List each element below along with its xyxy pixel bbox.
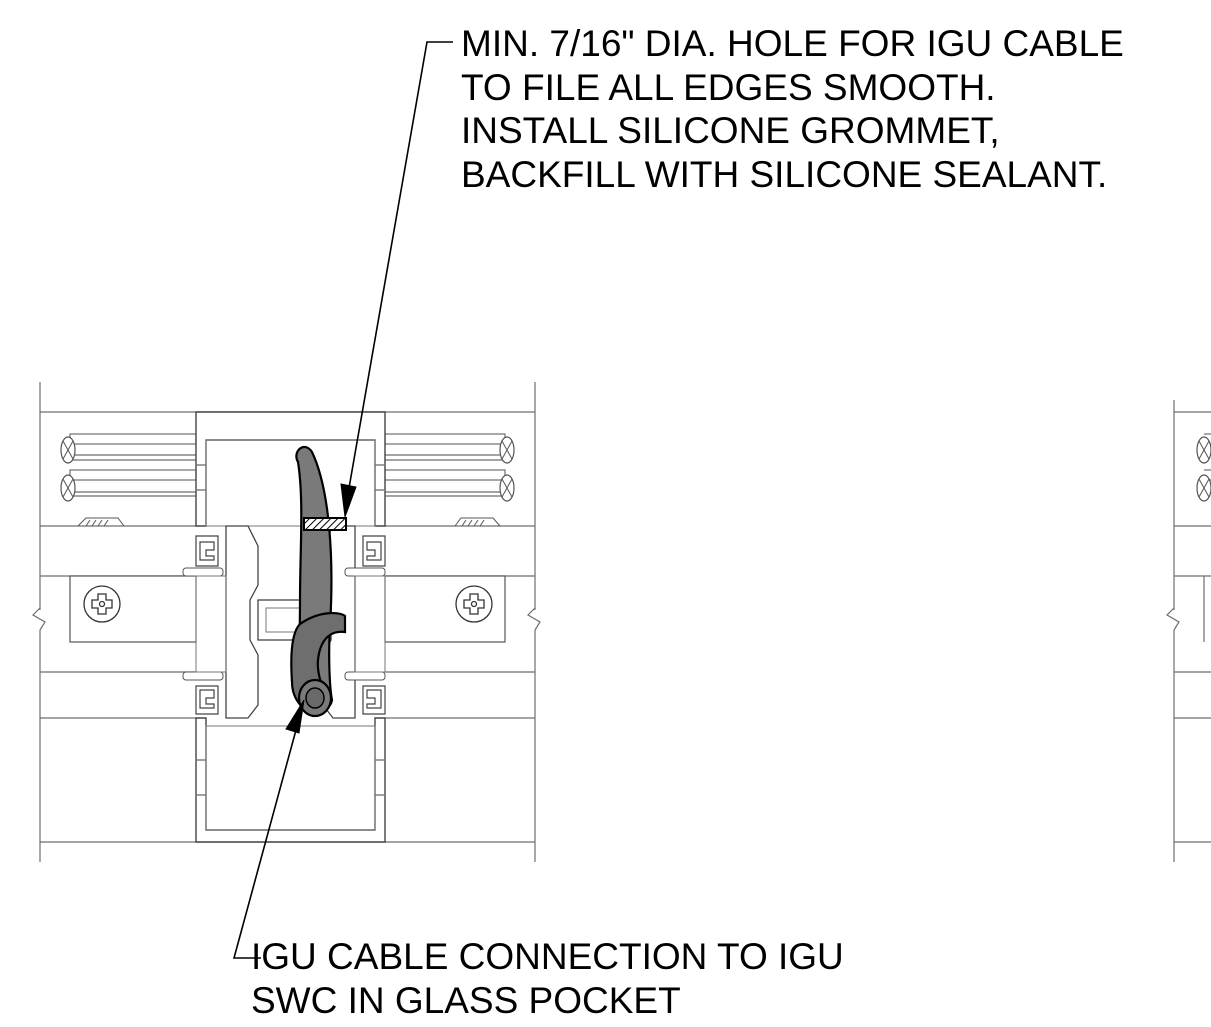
glass-lites	[69, 433, 506, 497]
bottom-callout-note: IGU CABLE CONNECTION TO IGU SWC IN GLASS…	[251, 935, 844, 1022]
glass-edge-cap-marks	[62, 440, 513, 498]
phillips-screw-icon	[83, 585, 121, 623]
top-callout-line-1: MIN. 7/16" DIA. HOLE FOR IGU CABLE	[461, 23, 1124, 64]
glass-edge-caps	[1196, 436, 1211, 502]
mullion-top-box	[195, 411, 386, 527]
gasket-clips	[195, 535, 386, 715]
leader-arrowheads	[285, 483, 357, 734]
mullion-bottom-box	[195, 717, 386, 843]
bottom-callout-line-2: SWC IN GLASS POCKET	[251, 979, 681, 1021]
break-line-icon	[1166, 607, 1180, 631]
break-line-icon	[32, 607, 541, 631]
top-callout-line-2: TO FILE ALL EDGES SMOOTH.	[461, 66, 996, 108]
bottom-leader-line	[232, 729, 297, 959]
igu-cable	[290, 445, 347, 718]
top-callout-note: MIN. 7/16" DIA. HOLE FOR IGU CABLE TO FI…	[461, 22, 1124, 196]
bottom-leader-arrow-icon	[285, 699, 305, 734]
top-leader-line	[348, 41, 453, 489]
top-callout-line-3: INSTALL SILICONE GROMMET,	[461, 110, 1000, 151]
left-assembly	[32, 382, 541, 862]
bottom-callout-line-1: IGU CABLE CONNECTION TO IGU	[251, 936, 844, 977]
setting-blocks	[77, 517, 501, 527]
top-callout-line-4: BACKFILL WITH SILICONE SEALANT.	[461, 153, 1108, 195]
right-partial-assembly	[1166, 400, 1211, 862]
top-leader-arrow-icon	[340, 483, 357, 518]
phillips-screw-icon	[455, 585, 493, 623]
glazing-gaskets	[182, 567, 386, 681]
silicone-grommet	[303, 517, 347, 531]
leader-lines	[232, 41, 453, 959]
